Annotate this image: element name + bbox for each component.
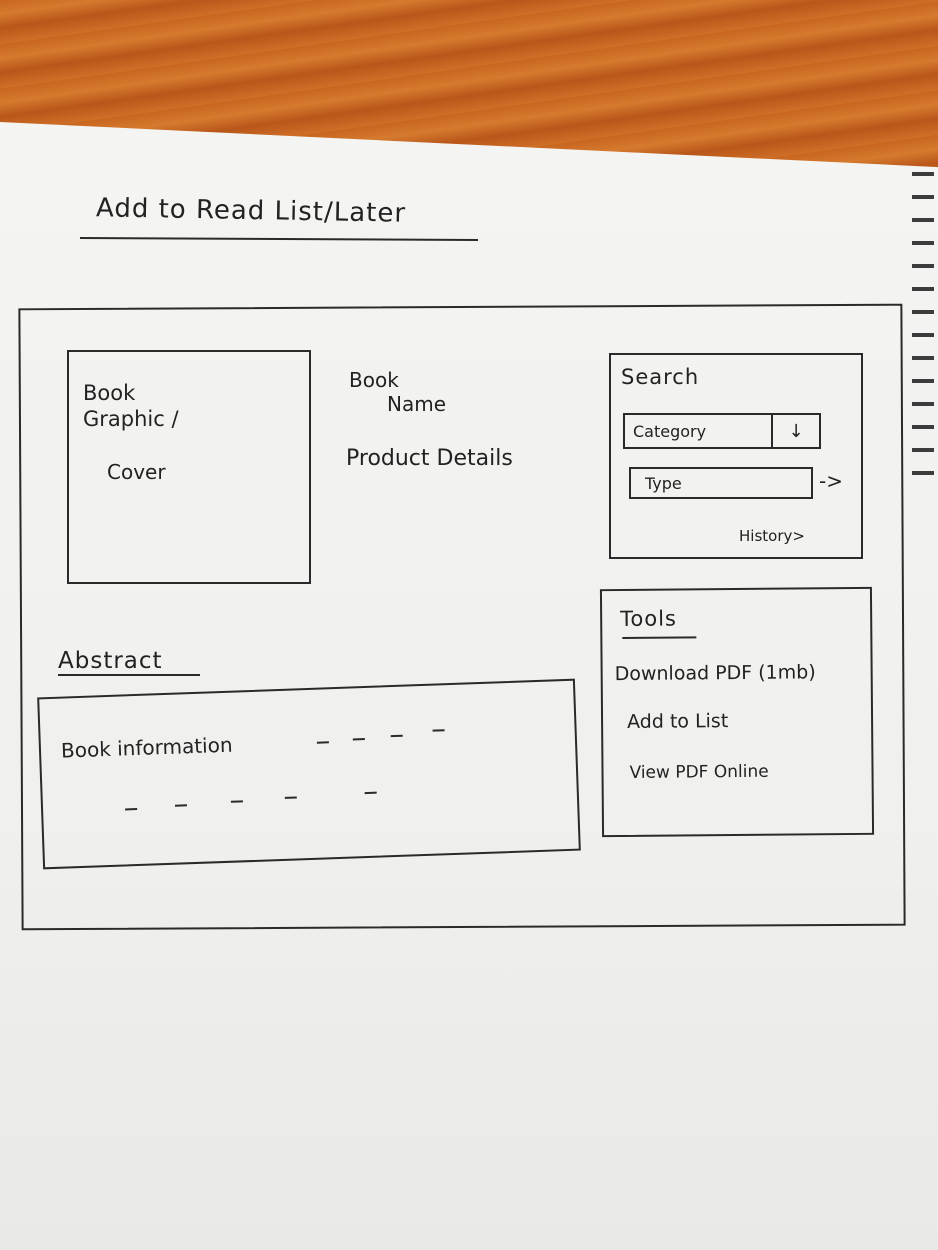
search-type-input[interactable] bbox=[629, 467, 813, 499]
cover-label-line2: Graphic / bbox=[83, 407, 179, 431]
sketch-paper bbox=[0, 122, 938, 1250]
notebook-spiral bbox=[912, 160, 934, 480]
category-dropdown[interactable]: Category ↓ bbox=[623, 413, 821, 449]
page-title: Add to Read List/Later bbox=[95, 193, 407, 229]
abstract-underline bbox=[58, 674, 200, 676]
placeholder-dash bbox=[390, 734, 403, 738]
placeholder-dash bbox=[125, 808, 138, 811]
category-dropdown-value: Category bbox=[633, 421, 707, 441]
tools-title: Tools bbox=[620, 606, 678, 632]
search-submit-arrow-icon[interactable]: -> bbox=[819, 469, 843, 493]
search-panel: Search Category ↓ -> History> bbox=[609, 353, 863, 559]
cover-label-line1: Book bbox=[83, 381, 136, 405]
view-pdf-online-link[interactable]: View PDF Online bbox=[629, 761, 769, 783]
download-pdf-link[interactable]: Download PDF (1mb) bbox=[614, 661, 816, 686]
book-name: Book Name bbox=[349, 368, 446, 416]
placeholder-dash bbox=[316, 741, 329, 744]
abstract-heading: Abstract bbox=[58, 648, 163, 674]
book-name-line2: Name bbox=[387, 392, 447, 416]
placeholder-dash bbox=[364, 791, 377, 795]
abstract-box: Book information bbox=[37, 678, 581, 870]
book-name-line1: Book bbox=[349, 368, 399, 392]
cover-label: Book Graphic / bbox=[83, 380, 179, 432]
product-details: Product Details bbox=[346, 446, 513, 471]
tools-panel: Tools Download PDF (1mb) Add to List Vie… bbox=[599, 586, 875, 838]
search-title: Search bbox=[621, 365, 700, 389]
cover-label-line3: Cover bbox=[107, 460, 166, 484]
placeholder-dash bbox=[432, 729, 445, 732]
placeholder-dash bbox=[230, 800, 243, 803]
book-cover-image: Book Graphic / Cover bbox=[67, 350, 311, 584]
placeholder-dash bbox=[352, 738, 365, 741]
tools-title-underline bbox=[622, 636, 697, 639]
add-to-list-link[interactable]: Add to List bbox=[626, 710, 729, 733]
chevron-down-icon[interactable]: ↓ bbox=[771, 415, 819, 447]
abstract-text: Book information bbox=[60, 732, 233, 763]
placeholder-dash bbox=[174, 804, 188, 807]
history-link[interactable]: History> bbox=[739, 527, 805, 545]
placeholder-dash bbox=[284, 796, 297, 799]
